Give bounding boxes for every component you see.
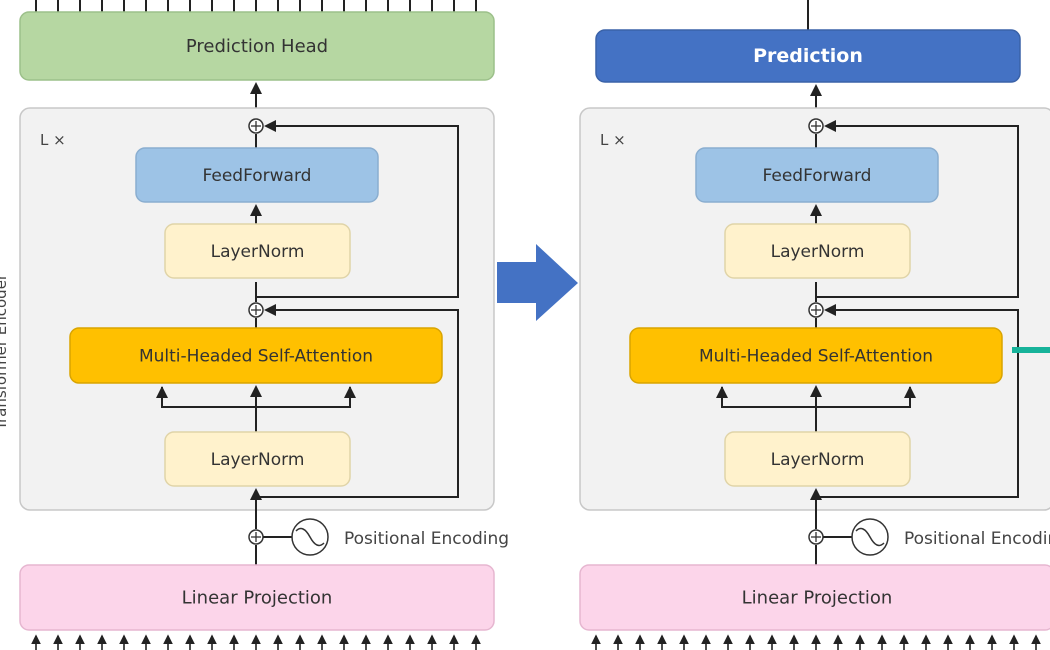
positional-encoding-label: Positional Encoding: [344, 529, 509, 549]
side-label: Transformer Encoder: [0, 273, 10, 431]
layernorm-bottom-box: [724, 431, 911, 487]
prediction-head-box: [19, 11, 495, 81]
layer-repeat-label: L ×: [600, 131, 626, 149]
linear-projection-box: [579, 564, 1050, 631]
multi-headed-self-attention-label: Multi-Headed Self-Attention: [139, 347, 373, 367]
linear-projection-label: Linear Projection: [182, 588, 333, 609]
linear-projection: Linear Projection: [579, 564, 1050, 631]
layernorm-top-box: [164, 223, 351, 279]
sine-wave-icon: [851, 518, 889, 556]
residual-add-top: [808, 118, 824, 134]
feedforward-box: [135, 147, 379, 203]
multi-headed-self-attention-box: [69, 327, 443, 384]
feedforward-label: FeedForward: [203, 166, 312, 186]
layernorm-top: LayerNorm: [724, 223, 911, 279]
layernorm-bottom-label: LayerNorm: [211, 450, 305, 470]
multi-headed-self-attention-label: Multi-Headed Self-Attention: [699, 347, 933, 367]
prediction-box: [595, 29, 1021, 83]
layernorm-top-box: [724, 223, 911, 279]
prediction-head-label: Prediction Head: [186, 36, 328, 57]
layernorm-bottom-label: LayerNorm: [771, 450, 865, 470]
positional-add: [248, 529, 264, 545]
layernorm-top-label: LayerNorm: [771, 242, 865, 262]
linear-projection-box: [19, 564, 495, 631]
layernorm-top-label: LayerNorm: [211, 242, 305, 262]
layernorm-top: LayerNorm: [164, 223, 351, 279]
residual-connection-bottom: [256, 304, 459, 498]
layernorm-bottom: LayerNorm: [724, 431, 911, 487]
residual-add-top: [248, 118, 264, 134]
prediction-label: Prediction: [753, 45, 863, 67]
multi-headed-self-attention: Multi-Headed Self-Attention: [69, 327, 443, 384]
feedforward-label: FeedForward: [763, 166, 872, 186]
layernorm-bottom-box: [164, 431, 351, 487]
residual-add-bottom: [808, 302, 824, 318]
residual-add-bottom: [248, 302, 264, 318]
residual-connection-bottom: [816, 304, 1019, 498]
positional-encoding-label: Positional Encoding: [904, 529, 1050, 549]
layernorm-bottom: LayerNorm: [164, 431, 351, 487]
sine-wave-icon: [291, 518, 329, 556]
feedforward: FeedForward: [135, 147, 379, 203]
linear-projection: Linear Projection: [19, 564, 495, 631]
layer-repeat-label: L ×: [40, 131, 66, 149]
prediction-head: Prediction Head: [19, 11, 495, 81]
positional-add: [808, 529, 824, 545]
multi-headed-self-attention: Multi-Headed Self-Attention: [629, 327, 1003, 384]
residual-connection-top: [816, 120, 1019, 298]
feedforward-box: [695, 147, 939, 203]
multi-headed-self-attention-box: [629, 327, 1003, 384]
transform-arrow-icon: [497, 244, 578, 321]
residual-connection-top: [256, 120, 459, 298]
prediction: Prediction: [595, 29, 1021, 83]
feedforward: FeedForward: [695, 147, 939, 203]
linear-projection-label: Linear Projection: [742, 588, 893, 609]
